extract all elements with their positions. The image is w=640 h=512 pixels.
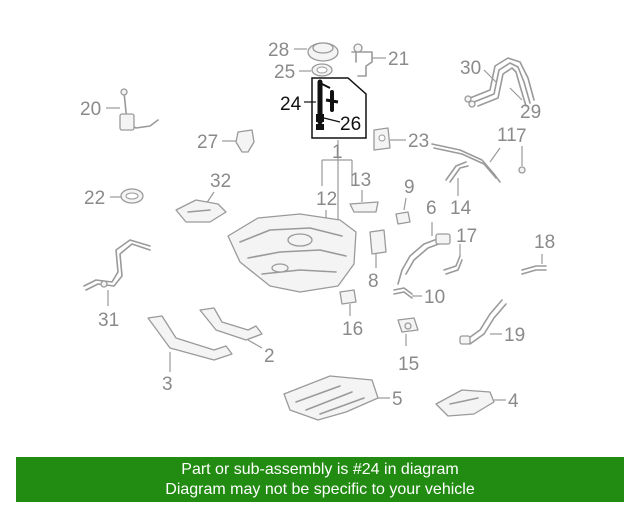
part-14-hose[interactable] <box>445 161 469 183</box>
callout-20[interactable]: 20 <box>80 99 101 120</box>
part-7-pin[interactable] <box>518 166 526 174</box>
part-2-band[interactable] <box>199 307 263 341</box>
callout-32[interactable]: 32 <box>210 171 231 192</box>
part-11-filler-pipe[interactable] <box>431 143 501 183</box>
callout-17[interactable]: 17 <box>456 226 477 247</box>
callout-12[interactable]: 12 <box>316 189 337 210</box>
leader-11 <box>489 147 501 163</box>
part-16-valve[interactable] <box>339 289 357 305</box>
callout-27[interactable]: 27 <box>197 132 218 153</box>
part-21-bracket[interactable] <box>351 43 373 77</box>
highlight-box-24[interactable] <box>311 77 367 139</box>
callout-2[interactable]: 2 <box>264 346 275 367</box>
callout-6[interactable]: 6 <box>426 198 437 219</box>
callout-5[interactable]: 5 <box>392 389 403 410</box>
callout-23[interactable]: 23 <box>408 131 429 152</box>
callout-10[interactable]: 10 <box>424 287 445 308</box>
part-6-inlet-pipe[interactable] <box>397 233 451 285</box>
leader-2 <box>247 339 263 349</box>
callout-18[interactable]: 18 <box>534 232 555 253</box>
leader-30 <box>483 69 497 83</box>
callout-30[interactable]: 30 <box>460 58 481 79</box>
callout-19[interactable]: 19 <box>504 325 525 346</box>
callout-15[interactable]: 15 <box>398 354 419 375</box>
part-10-hose[interactable] <box>393 287 413 299</box>
part-5-protector[interactable] <box>283 375 379 421</box>
part-4-protector[interactable] <box>435 389 495 417</box>
part-19-pipe[interactable] <box>459 299 507 345</box>
callout-11[interactable]: 11 <box>497 125 517 146</box>
part-31-hose[interactable] <box>83 239 151 291</box>
callout-13[interactable]: 13 <box>350 170 371 191</box>
part-22-cap[interactable] <box>120 188 144 204</box>
part-32-protector[interactable] <box>175 199 227 223</box>
part-18-hose[interactable] <box>521 265 547 275</box>
callout-16[interactable]: 16 <box>342 319 363 340</box>
parts-diagram: 28 25 21 30 29 20 24 <box>80 40 555 421</box>
leader-29 <box>509 87 523 101</box>
callout-4[interactable]: 4 <box>508 391 519 412</box>
callout-8[interactable]: 8 <box>368 271 379 292</box>
part-13-strap[interactable] <box>349 201 379 213</box>
part-29-30-fuel-lines[interactable] <box>464 57 535 108</box>
leader-9 <box>403 197 407 211</box>
callout-28[interactable]: 28 <box>268 40 289 61</box>
callout-22[interactable]: 22 <box>84 188 105 209</box>
callout-7[interactable]: 7 <box>516 126 527 147</box>
callout-29[interactable]: 29 <box>520 102 541 123</box>
part-9-grommet[interactable] <box>395 211 411 225</box>
part-25-gasket[interactable] <box>311 63 333 77</box>
callout-14[interactable]: 14 <box>450 198 472 219</box>
part-3-band[interactable] <box>147 315 233 361</box>
callout-24[interactable]: 24 <box>280 94 302 115</box>
callout-31[interactable]: 31 <box>98 310 119 331</box>
part-8-bracket[interactable] <box>369 229 387 255</box>
part-15-valve[interactable] <box>397 317 419 333</box>
part-20-breather[interactable] <box>119 88 159 131</box>
info-banner: Part or sub-assembly is #24 in diagram D… <box>16 457 624 502</box>
callout-3[interactable]: 3 <box>162 374 173 395</box>
callout-25[interactable]: 25 <box>274 62 295 83</box>
info-banner-line-2: Diagram may not be specific to your vehi… <box>165 481 475 498</box>
part-23-bracket[interactable] <box>373 127 391 151</box>
callout-1[interactable]: 1 <box>332 142 343 163</box>
part-27-clip[interactable] <box>235 129 255 153</box>
callout-26[interactable]: 26 <box>340 114 361 135</box>
callout-21[interactable]: 21 <box>388 49 409 70</box>
callout-9[interactable]: 9 <box>404 177 415 198</box>
leader-26 <box>323 117 341 123</box>
fuel-tank[interactable] <box>227 213 357 293</box>
info-banner-line-1: Part or sub-assembly is #24 in diagram <box>181 461 459 478</box>
part-28-fuel-cap[interactable] <box>307 42 339 62</box>
part-17-hose[interactable] <box>443 255 463 275</box>
